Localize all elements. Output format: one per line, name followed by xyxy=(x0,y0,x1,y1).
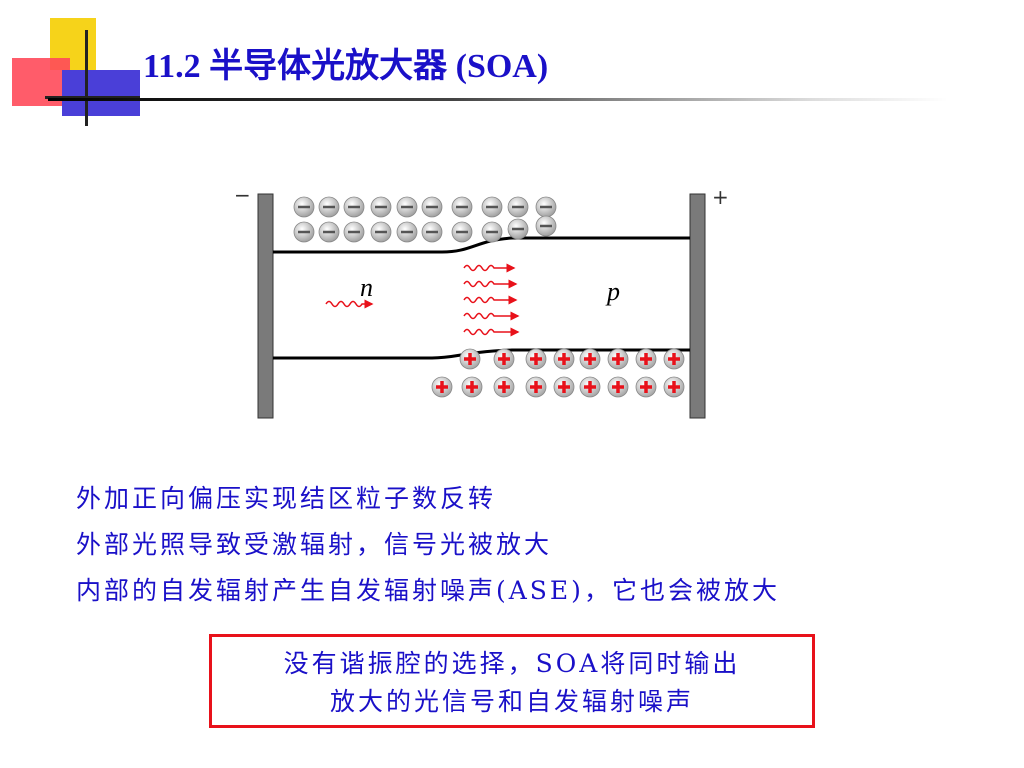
page-title: 11.2 半导体光放大器 (SOA) xyxy=(143,48,549,85)
hole xyxy=(663,376,685,398)
right-electrode xyxy=(689,193,706,419)
hole xyxy=(459,348,481,370)
n-region-label: n xyxy=(360,273,373,302)
electron xyxy=(507,218,529,240)
left-electrode xyxy=(257,193,274,419)
hole xyxy=(663,348,685,370)
note-line-2: 放大的光信号和自发辐射噪声 xyxy=(329,687,694,716)
electron xyxy=(451,196,473,218)
electron xyxy=(293,196,315,218)
electron xyxy=(421,221,443,243)
stimulated-photons xyxy=(463,263,520,337)
electron xyxy=(451,221,473,243)
upper-junction-line xyxy=(273,236,690,254)
hole xyxy=(635,348,657,370)
negative-terminal-label: − xyxy=(234,183,251,207)
electron xyxy=(370,196,392,218)
incoming-photon xyxy=(325,299,374,309)
hole xyxy=(493,348,515,370)
hole xyxy=(607,348,629,370)
hole xyxy=(525,376,547,398)
positive-terminal-label: + xyxy=(712,185,729,209)
hole xyxy=(525,348,547,370)
electron xyxy=(535,196,557,218)
electron xyxy=(293,221,315,243)
note-box: 没有谐振腔的选择，SOA将同时输出 放大的光信号和自发辐射噪声 xyxy=(209,634,815,728)
note-line-1: 没有谐振腔的选择，SOA将同时输出 xyxy=(283,649,741,678)
electron xyxy=(507,196,529,218)
title-divider xyxy=(48,98,948,101)
electron xyxy=(396,221,418,243)
slide-logo xyxy=(12,18,140,126)
electron xyxy=(343,221,365,243)
hole xyxy=(579,348,601,370)
hole xyxy=(431,376,453,398)
electron xyxy=(343,196,365,218)
p-region-label: p xyxy=(605,277,620,306)
hole xyxy=(553,376,575,398)
hole xyxy=(493,376,515,398)
electron xyxy=(318,221,340,243)
soa-diagram: − + n p xyxy=(234,183,729,419)
electron xyxy=(481,221,503,243)
bullet-item: 外加正向偏压实现结区粒子数反转 xyxy=(76,484,497,513)
hole xyxy=(461,376,483,398)
electron xyxy=(318,196,340,218)
bullet-item: 外部光照导致受激辐射，信号光被放大 xyxy=(76,530,553,559)
hole xyxy=(607,376,629,398)
bullet-item: 内部的自发辐射产生自发辐射噪声(ASE)，它也会被放大 xyxy=(76,576,780,605)
electron xyxy=(370,221,392,243)
hole xyxy=(635,376,657,398)
electron xyxy=(481,196,503,218)
electron-group xyxy=(293,196,557,243)
electron xyxy=(396,196,418,218)
bullet-list: 外加正向偏压实现结区粒子数反转 外部光照导致受激辐射，信号光被放大 内部的自发辐… xyxy=(76,476,780,614)
electron xyxy=(535,215,557,237)
hole xyxy=(553,348,575,370)
electron xyxy=(421,196,443,218)
hole xyxy=(579,376,601,398)
hole-group xyxy=(431,348,685,398)
